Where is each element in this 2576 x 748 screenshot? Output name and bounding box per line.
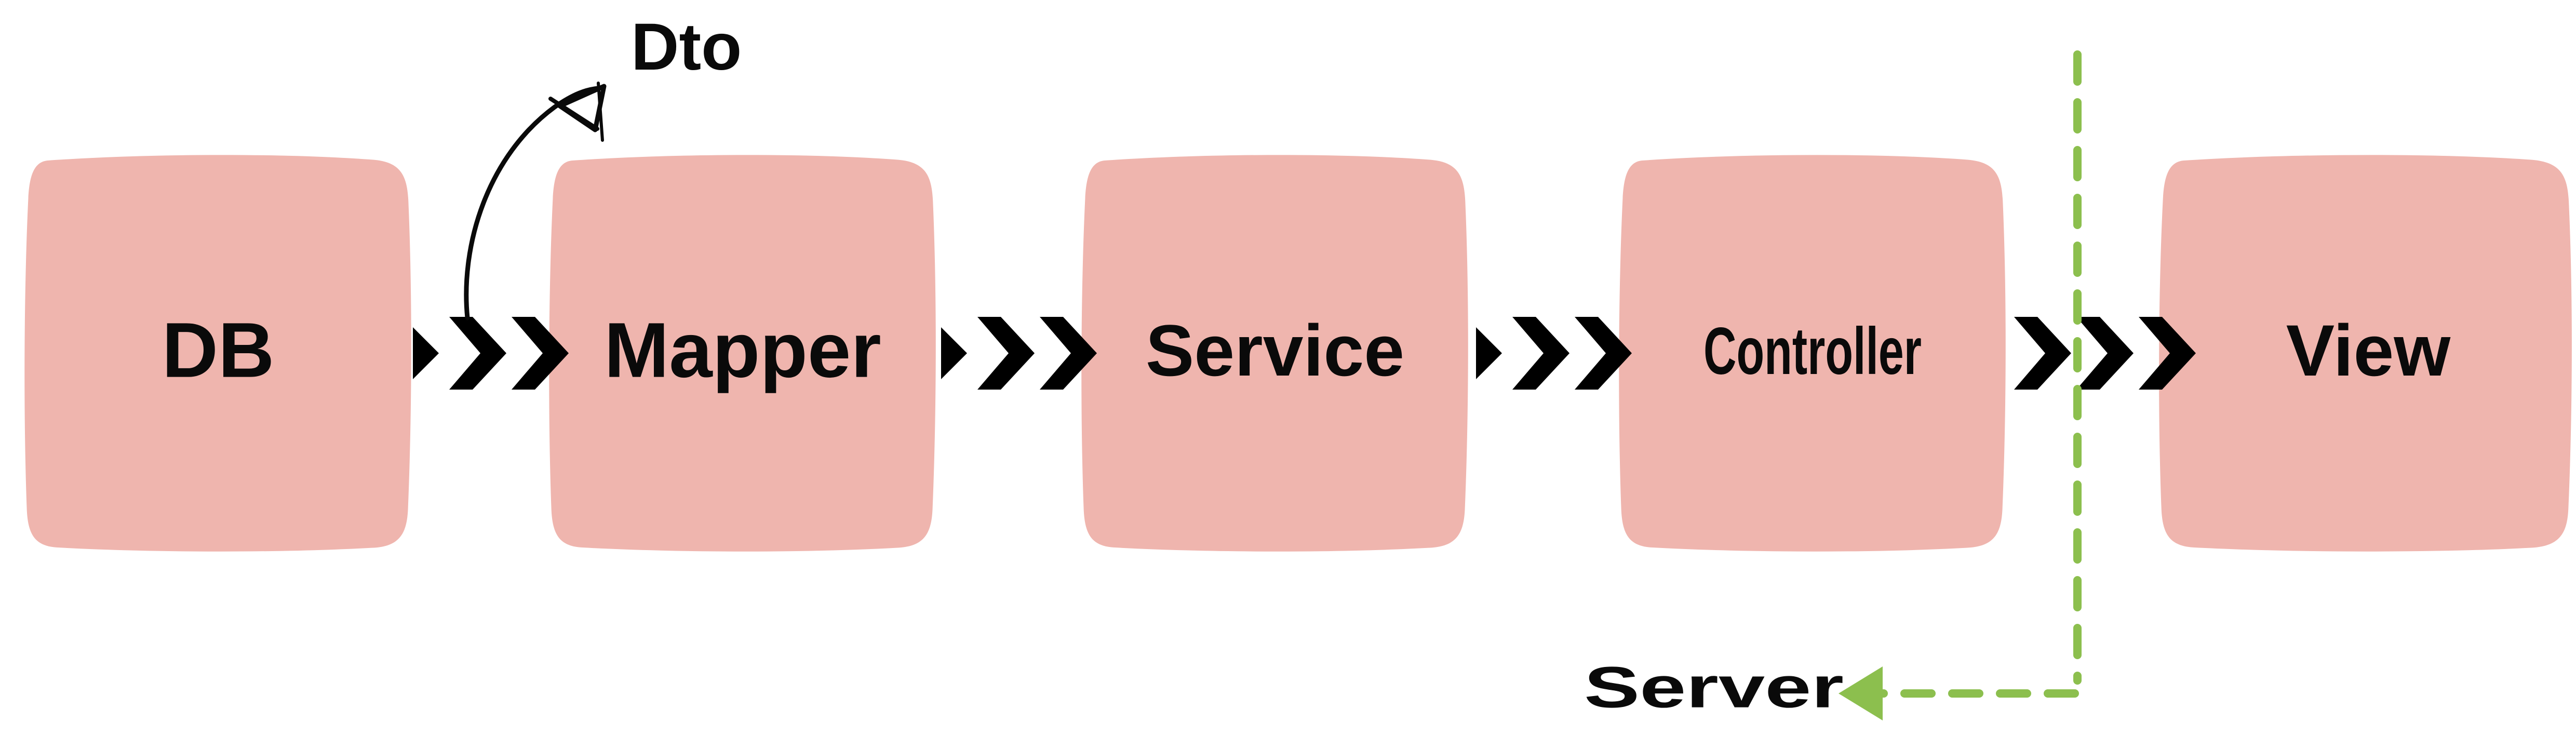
chevron-medium-icon <box>2076 317 2134 390</box>
annotation-dto-label: Dto <box>631 10 742 84</box>
dto-arrowhead-tail <box>597 82 604 142</box>
node-service-label: Service <box>1146 310 1404 391</box>
chevron-large-icon <box>512 317 569 390</box>
chevron-medium-icon <box>449 317 506 390</box>
connector-service-to-controller <box>1476 317 1632 390</box>
dto-curved-arrow-shaft <box>464 86 601 320</box>
boundary-arrowhead-icon <box>1839 666 1883 720</box>
chevron-small-icon <box>941 327 967 379</box>
node-controller-label: Controller <box>1703 314 1922 389</box>
node-service[interactable]: Service <box>1081 155 1468 552</box>
node-controller[interactable]: Controller <box>1619 155 2006 552</box>
node-view-label: View <box>2286 310 2451 391</box>
chevron-medium-icon <box>1512 317 1569 390</box>
chevron-medium-icon <box>977 317 1035 390</box>
node-db-label: DB <box>162 306 275 394</box>
annotation-dto: Dto <box>464 10 742 320</box>
connector-mapper-to-service <box>941 317 1097 390</box>
chevron-large-icon <box>2139 317 2196 390</box>
annotation-server: Server <box>1584 655 1844 720</box>
annotation-server-label: Server <box>1584 655 1844 720</box>
dto-arrowhead-crossbar <box>548 97 599 131</box>
chevron-small-icon <box>413 327 439 379</box>
chevron-small-icon <box>2014 317 2071 390</box>
node-db[interactable]: DB <box>24 155 411 552</box>
chevron-large-icon <box>1040 317 1097 390</box>
chevron-large-icon <box>1575 317 1632 390</box>
node-mapper-label: Mapper <box>604 306 881 394</box>
node-view[interactable]: View <box>2159 155 2572 552</box>
server-boundary-line <box>1839 50 2082 720</box>
node-mapper[interactable]: Mapper <box>549 155 936 552</box>
chevron-small-icon <box>1476 327 1502 379</box>
connector-db-to-mapper <box>413 317 569 390</box>
connector-controller-to-view <box>2014 317 2196 390</box>
